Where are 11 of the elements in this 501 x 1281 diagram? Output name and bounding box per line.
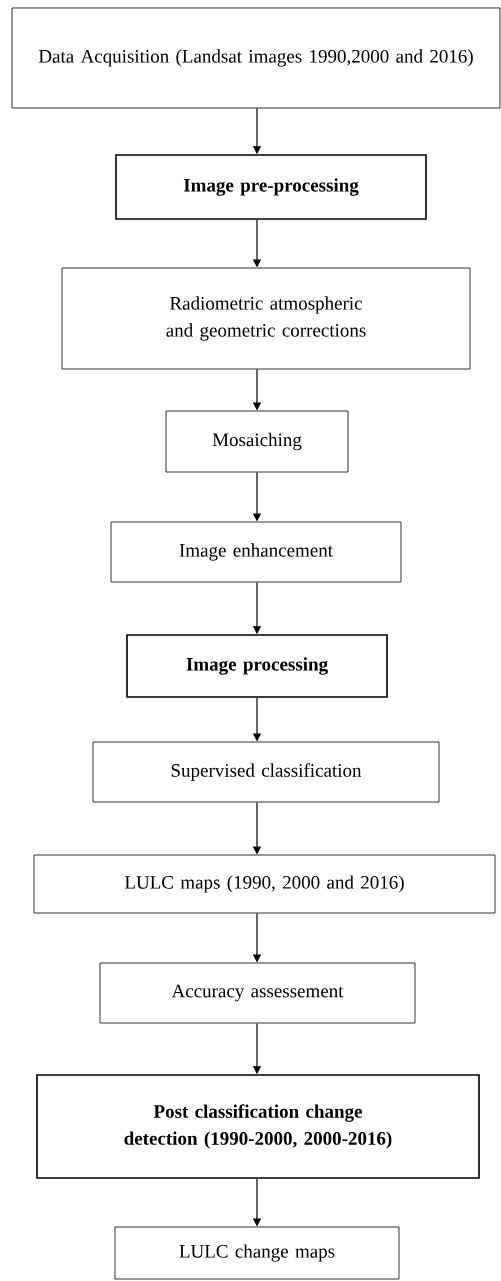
step-box: Image pre-processing xyxy=(115,154,427,220)
step-box: LULC maps (1990, 2000 and 2016) xyxy=(33,854,496,914)
step-box: Data Acquisition (Landsat images 1990,2000 and 2016) xyxy=(11,7,501,109)
step-box: Image enhancement xyxy=(110,521,402,583)
step-box: Radiometric atmospheric and geometric corrections xyxy=(61,267,471,370)
step-box: Accuracy assessement xyxy=(99,962,416,1024)
step-box: Supervised classification xyxy=(92,741,440,803)
step-box: Image processing xyxy=(126,634,388,698)
step-box: LULC change maps xyxy=(114,1226,400,1280)
step-box: Mosaiching xyxy=(165,410,349,473)
step-box: Post classification change detection (1990-2000, 2000-2016) xyxy=(36,1074,480,1179)
